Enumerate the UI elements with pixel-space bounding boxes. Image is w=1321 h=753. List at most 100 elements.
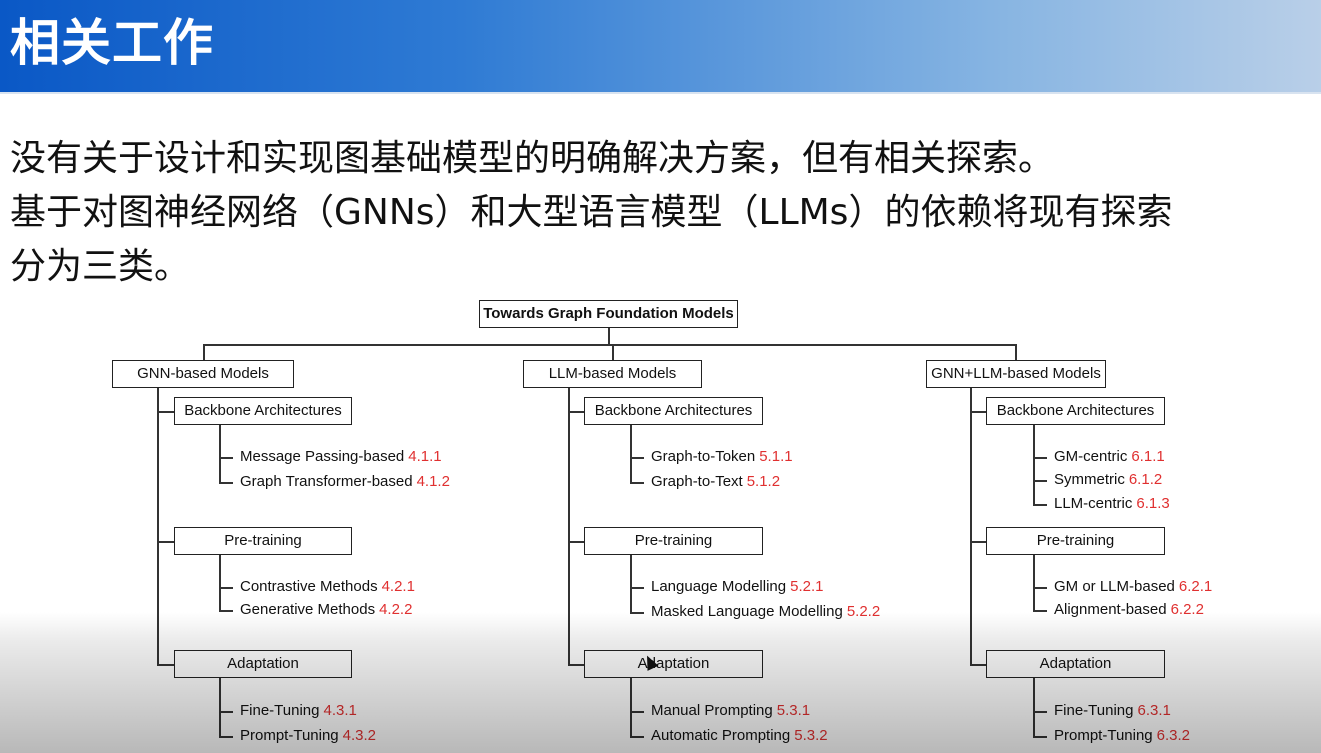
leaf-label: Prompt-Tuning: [1054, 727, 1153, 744]
leaf-label: Manual Prompting: [651, 702, 773, 719]
leaf-label: Language Modelling: [651, 578, 787, 595]
group-node: Backbone Architectures: [986, 397, 1165, 425]
leaf-branch: [219, 736, 233, 738]
section-ref: 6.1.3: [1136, 495, 1170, 512]
leaf-trunk: [1033, 678, 1035, 736]
leaf-label: Automatic Prompting: [651, 727, 791, 744]
leaf-branch: [630, 736, 644, 738]
section-ref: 4.3.1: [323, 702, 357, 719]
group-branch: [157, 411, 174, 413]
section-ref: 6.3.1: [1137, 702, 1171, 719]
intro-line-3: 分为三类。: [10, 246, 191, 287]
leaf-trunk: [1033, 425, 1035, 504]
leaf-trunk: [630, 678, 632, 736]
leaf-label: GM-centric: [1054, 448, 1128, 465]
leaf-branch: [630, 482, 644, 484]
leaf-label: Symmetric: [1054, 471, 1125, 488]
leaf-branch: [1033, 504, 1047, 506]
column-drop: [1015, 344, 1017, 360]
leaf-label: Prompt-Tuning: [240, 727, 339, 744]
leaf-branch: [219, 711, 233, 713]
leaf-branch: [219, 482, 233, 484]
root-bar: [203, 344, 1015, 346]
leaf-branch: [219, 457, 233, 459]
leaf-trunk: [219, 425, 221, 482]
section-ref: 6.3.2: [1156, 727, 1191, 744]
group-branch: [970, 664, 986, 666]
group-node: Pre-training: [584, 527, 763, 555]
leaf-trunk: [630, 555, 632, 612]
group-node: Backbone Architectures: [174, 397, 352, 425]
leaf-branch: [1033, 480, 1047, 482]
section-ref: 4.1.2: [416, 473, 450, 490]
leaf-branch: [219, 610, 233, 612]
leaf-label: Generative Methods: [240, 601, 376, 618]
leaf-branch: [219, 587, 233, 589]
column-drop: [612, 344, 614, 360]
leaf-label: Graph Transformer-based: [240, 473, 413, 490]
column-trunk: [568, 388, 570, 664]
intro-line-2: 基于对图神经网络（GNNs）和大型语言模型（LLMs）的依赖将现有探索: [10, 192, 1173, 233]
column-trunk: [157, 388, 159, 664]
group-node: Adaptation: [174, 650, 352, 678]
group-node: Adaptation: [986, 650, 1165, 678]
section-ref: 5.3.2: [794, 727, 828, 744]
leaf-branch: [1033, 610, 1047, 612]
column-node: GNN+LLM-based Models: [926, 360, 1106, 388]
group-node: Pre-training: [986, 527, 1165, 555]
group-node: Adaptation: [584, 650, 763, 678]
group-branch: [970, 541, 986, 543]
section-ref: 4.1.1: [408, 448, 442, 465]
root-stem: [608, 328, 610, 345]
column-node: LLM-based Models: [523, 360, 702, 388]
section-ref: 5.2.2: [846, 603, 881, 620]
section-ref: 5.3.1: [776, 702, 811, 719]
leaf-branch: [630, 587, 644, 589]
section-ref: 6.2.2: [1170, 601, 1204, 618]
section-ref: 5.2.1: [790, 578, 824, 595]
leaf-label: Message Passing-based: [240, 448, 405, 465]
group-branch: [568, 541, 584, 543]
taxonomy-tree: Towards Graph Foundation Models GNN-base…: [0, 290, 1321, 753]
section-ref: 6.1.2: [1128, 471, 1163, 488]
leaf-branch: [1033, 736, 1047, 738]
section-ref: 5.1.2: [746, 473, 781, 490]
group-branch: [157, 541, 174, 543]
group-node: Pre-training: [174, 527, 352, 555]
slide-header: 相关工作: [0, 0, 1321, 94]
section-ref: 4.2.1: [381, 578, 415, 595]
leaf-label: Graph-to-Text: [651, 473, 743, 490]
group-branch: [568, 664, 584, 666]
group-branch: [568, 411, 584, 413]
leaf-label: Contrastive Methods: [240, 578, 378, 595]
tree-root-node: Towards Graph Foundation Models: [479, 300, 738, 328]
slide-title: 相关工作: [10, 14, 214, 72]
leaf-trunk: [219, 678, 221, 736]
leaf-label: Fine-Tuning: [240, 702, 320, 719]
column-node: GNN-based Models: [112, 360, 294, 388]
column-trunk: [970, 388, 972, 664]
section-ref: 4.2.2: [379, 601, 413, 618]
section-ref: 4.3.2: [342, 727, 377, 744]
section-ref: 6.2.1: [1178, 578, 1213, 595]
group-branch: [157, 664, 174, 666]
section-ref: 6.1.1: [1131, 448, 1165, 465]
group-branch: [970, 411, 986, 413]
section-ref: 5.1.1: [759, 448, 793, 465]
leaf-label: Fine-Tuning: [1054, 702, 1134, 719]
